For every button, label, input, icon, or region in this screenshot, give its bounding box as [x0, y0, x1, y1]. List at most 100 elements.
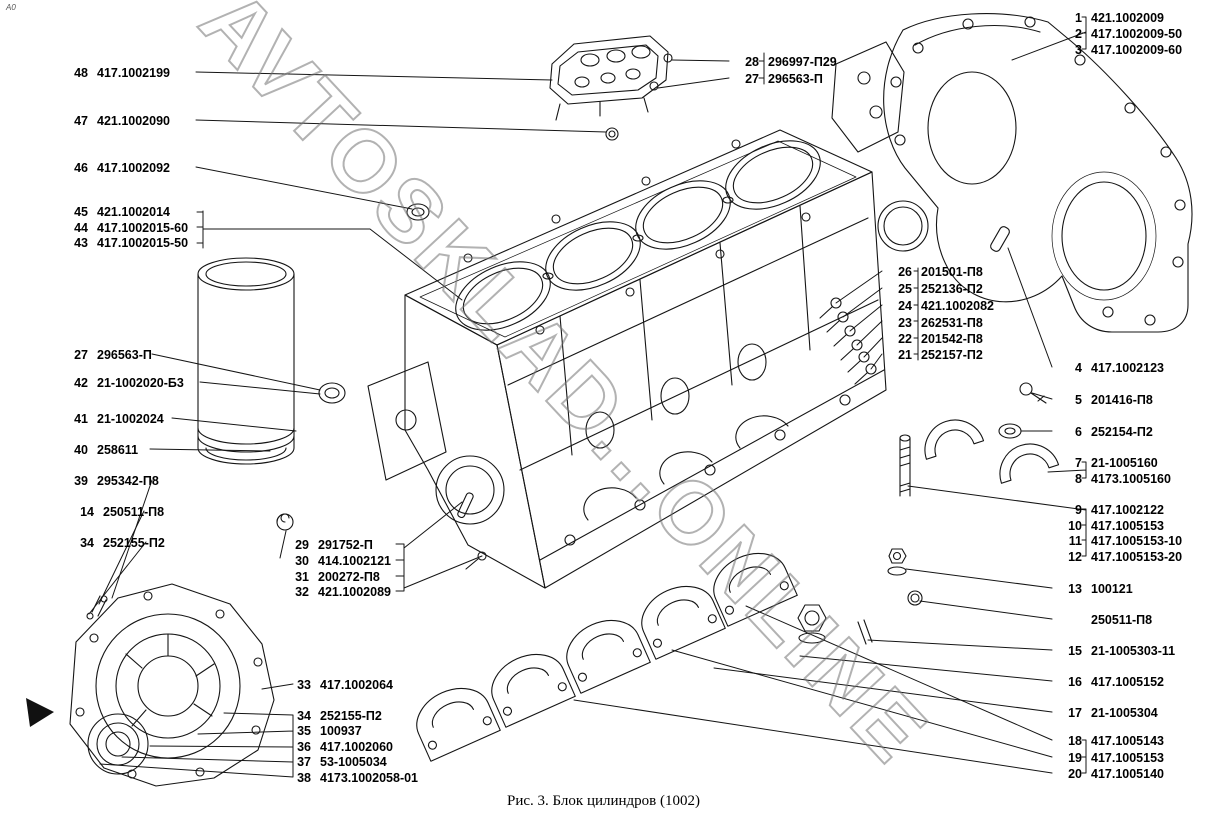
callout-part-number: 417.1002009-50: [1091, 27, 1183, 41]
callout-part-number: 417.1002122: [1091, 503, 1164, 517]
callout-part-number: 296997-П29: [768, 55, 837, 69]
callout-part-number: 252155-П2: [320, 709, 382, 723]
callout-number: 46: [74, 161, 88, 175]
callout-part-number: 421.1002082: [921, 299, 994, 313]
callout-number: 18: [1068, 734, 1082, 748]
callout-number: 6: [1075, 425, 1082, 439]
callout-number: 23: [898, 316, 912, 330]
callout-part-number: 201542-П8: [921, 332, 983, 346]
thrust-washers-drawing: [924, 419, 1060, 484]
callout-number: 17: [1068, 706, 1082, 720]
part-callout: 42 21-1002020-Б3: [62, 376, 184, 390]
callout-part-number: 21-1005303-11: [1091, 644, 1176, 658]
callout-number: 16: [1068, 675, 1082, 689]
part-callout: 23 262531-П8: [886, 316, 983, 330]
callout-part-number: 21-1002024: [97, 412, 164, 426]
callout-part-number: 53-1005034: [320, 755, 387, 769]
callout-part-number: 417.1005143: [1091, 734, 1164, 748]
callout-number: 19: [1068, 751, 1082, 765]
callout-number: 38: [297, 771, 311, 785]
callout-number: 12: [1068, 550, 1082, 564]
callout-number: 35: [297, 724, 311, 738]
callout-part-number: 4173.1002058-01: [320, 771, 419, 785]
bolt-cluster-drawing: [819, 297, 877, 385]
callout-part-number: 21-1005304: [1091, 706, 1158, 720]
bearing-caps-drawing: [416, 552, 798, 762]
part-callout: 2 417.1002009-50: [1056, 27, 1182, 41]
callout-number: 42: [74, 376, 88, 390]
cylinder-liner-drawing: [197, 257, 295, 465]
callout-number: 9: [1075, 503, 1082, 517]
callout-part-number: 201416-П8: [1091, 393, 1153, 407]
callout-part-number: 417.1002060: [320, 740, 393, 754]
callout-part-number: 100937: [320, 724, 362, 738]
callout-number: 13: [1068, 582, 1082, 596]
callout-number: 37: [297, 755, 311, 769]
callout-number: 21: [898, 348, 912, 362]
core-plug-drawing: [318, 382, 346, 404]
callout-part-number: 421.1002009: [1091, 11, 1164, 25]
callout-number: 39: [74, 474, 88, 488]
callout-part-number: 417.1002123: [1091, 361, 1164, 375]
callout-number: 34: [80, 536, 94, 550]
callout-number: 33: [297, 678, 311, 692]
callout-number: 47: [74, 114, 88, 128]
callout-number: 44: [74, 221, 88, 235]
callout-number: 4: [1075, 361, 1082, 375]
callout-part-number: 421.1002014: [97, 205, 170, 219]
callout-number: 27: [745, 72, 759, 86]
callout-part-number: 21-1002020-Б3: [97, 376, 184, 390]
callout-number: 34: [297, 709, 311, 723]
top-assembly-drawing: [549, 35, 673, 121]
callout-part-number: 417.1005153: [1091, 751, 1164, 765]
callout-part-number: 4173.1005160: [1091, 472, 1171, 486]
callout-part-number: 295342-П8: [97, 474, 159, 488]
callout-part-number: 201501-П8: [921, 265, 983, 279]
callout-number: 14: [80, 505, 94, 519]
callout-part-number: 417.1005153-10: [1091, 534, 1183, 548]
callout-part-number: 252157-П2: [921, 348, 983, 362]
callout-part-number: 252136-П2: [921, 282, 983, 296]
callout-number: 2: [1075, 27, 1082, 41]
callout-part-number: 200272-П8: [318, 570, 380, 584]
part-callout: 39 295342-П8: [62, 474, 159, 488]
part-callout: 9 417.1002122: [1056, 503, 1164, 517]
callout-part-number: 262531-П8: [921, 316, 983, 330]
part-callout: 34 252155-П2: [285, 709, 382, 723]
callout-part-number: 296563-П: [768, 72, 823, 86]
figure-caption: Рис. 3. Блок цилиндров (1002): [506, 793, 700, 809]
stud-and-nuts-drawing: [797, 434, 923, 645]
part-callout: 21 252157-П2: [886, 348, 983, 362]
part-callout: 250511-П8: [1056, 613, 1152, 627]
part-callout: 4 417.1002123: [1056, 361, 1164, 375]
callout-number: 20: [1068, 767, 1082, 781]
callout-number: 41: [74, 412, 88, 426]
small-fasteners-drawing: [276, 492, 487, 570]
callout-part-number: 414.1002121: [318, 554, 391, 568]
